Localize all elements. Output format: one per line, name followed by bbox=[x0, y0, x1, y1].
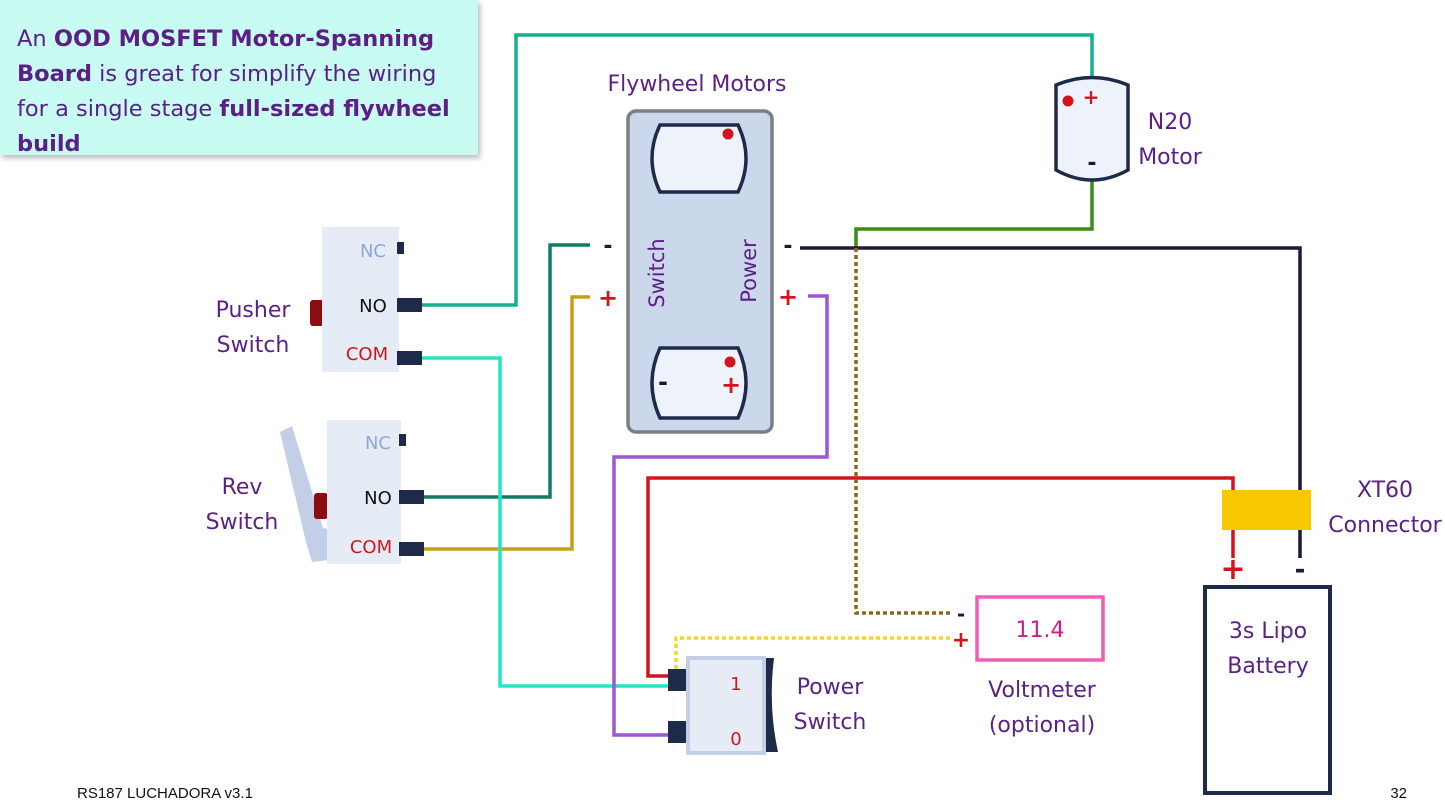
xt60-label-line1: XT60 bbox=[1357, 478, 1413, 503]
footer-title: RS187 LUCHADORA v3.1 bbox=[77, 785, 253, 802]
n20-label-line1: N20 bbox=[1148, 110, 1192, 135]
battery-plus-terminal: + bbox=[1220, 552, 1245, 587]
pusher-actuator bbox=[310, 300, 324, 326]
power-switch-body bbox=[686, 656, 766, 755]
motor-polarity-dot bbox=[724, 356, 736, 368]
rev-com-label: COM bbox=[350, 537, 392, 558]
note-board-name: OOD MOSFET Motor-Spanning Board bbox=[17, 26, 435, 87]
note-build-type: full-sized flywheel build bbox=[17, 96, 450, 157]
wire-n20-minus-to-motor-minus bbox=[854, 180, 1094, 248]
wire-rev-no-to-switch-minus bbox=[422, 243, 590, 499]
pusher-switch: NC NO COM bbox=[310, 227, 422, 372]
rev-actuator bbox=[314, 493, 328, 519]
rev-nc-label: NC bbox=[365, 433, 391, 454]
voltmeter-label-line2: (optional) bbox=[989, 713, 1095, 738]
note-middle: is great for simplify the wiring for a s… bbox=[17, 61, 437, 122]
board-switch-label: Switch bbox=[645, 238, 669, 307]
wire-power-minus-to-battery bbox=[800, 246, 1302, 558]
pusher-com-label: COM bbox=[346, 344, 388, 365]
pusher-no-terminal bbox=[397, 298, 422, 312]
wire-pusher-no-to-n20-plus bbox=[422, 33, 1094, 307]
flywheel-motor-bottom: - + bbox=[650, 346, 748, 420]
n20-plus-sign: + bbox=[1083, 85, 1100, 109]
rev-switch: NC NO COM bbox=[280, 420, 424, 564]
power-minus-terminal: - bbox=[783, 234, 792, 259]
rev-label-line1: Rev bbox=[222, 475, 263, 500]
flywheel-motors-label: Flywheel Motors bbox=[608, 72, 787, 97]
n20-motor: + - bbox=[1054, 75, 1130, 182]
wire-rev-com-to-switch-plus bbox=[422, 295, 590, 551]
xt60-label-line2: Connector bbox=[1328, 513, 1442, 538]
power-switch-top-terminal bbox=[668, 669, 690, 691]
rev-nc-terminal bbox=[399, 434, 406, 446]
wire-battery-plus-to-power-switch bbox=[646, 476, 1235, 678]
motor-minus-sign: - bbox=[658, 368, 668, 396]
power-switch-off-mark: 0 bbox=[730, 729, 741, 750]
wire-voltmeter-minus bbox=[854, 248, 950, 615]
power-switch-bottom-terminal bbox=[668, 721, 690, 743]
voltmeter-label-line1: Voltmeter bbox=[988, 678, 1097, 703]
rev-no-terminal bbox=[399, 490, 424, 504]
battery-label-line2: Battery bbox=[1227, 654, 1308, 679]
pusher-no-label: NO bbox=[359, 296, 387, 317]
n20-label-line2: Motor bbox=[1138, 145, 1203, 170]
rev-no-label: NO bbox=[364, 488, 392, 509]
intro-note: An OOD MOSFET Motor-Spanning Board is gr… bbox=[0, 0, 478, 157]
note-prefix: An bbox=[17, 26, 54, 52]
wire-voltmeter-plus bbox=[674, 636, 950, 676]
switch-minus-terminal: - bbox=[603, 234, 612, 259]
xt60-connector bbox=[1222, 490, 1311, 530]
flywheel-motor-top bbox=[650, 123, 748, 194]
power-switch-label-line1: Power bbox=[797, 675, 864, 700]
pusher-label-line1: Pusher bbox=[216, 298, 292, 323]
rev-com-terminal bbox=[399, 542, 424, 556]
power-switch-label-line2: Switch bbox=[794, 710, 867, 735]
voltmeter-plus-terminal: + bbox=[952, 628, 970, 653]
power-switch-on-mark: 1 bbox=[730, 674, 741, 695]
wires bbox=[422, 33, 1302, 737]
pusher-switch-body bbox=[322, 227, 399, 372]
pusher-com-terminal bbox=[397, 351, 422, 365]
motor-plus-sign: + bbox=[721, 371, 741, 399]
pusher-nc-terminal bbox=[397, 242, 404, 254]
page-number: 32 bbox=[1390, 785, 1407, 802]
battery-minus-terminal: - bbox=[1295, 555, 1306, 585]
n20-polarity-dot bbox=[1062, 95, 1074, 107]
rev-lever bbox=[280, 426, 345, 562]
power-plus-terminal: + bbox=[778, 283, 798, 311]
pusher-label-line2: Switch bbox=[217, 333, 290, 358]
voltmeter-display bbox=[975, 595, 1105, 662]
rev-label-line2: Switch bbox=[206, 510, 279, 535]
n20-minus-sign: - bbox=[1087, 151, 1096, 176]
power-switch: 1 0 bbox=[668, 656, 778, 755]
switch-plus-terminal: + bbox=[598, 284, 618, 312]
motor-polarity-dot bbox=[722, 128, 734, 140]
voltmeter-reading: 11.4 bbox=[1016, 618, 1065, 643]
battery-label-line1: 3s Lipo bbox=[1229, 619, 1307, 644]
battery bbox=[1203, 585, 1332, 795]
wire-power-plus-to-power-switch bbox=[612, 294, 829, 737]
rev-switch-body bbox=[327, 420, 401, 564]
wire-pusher-com-to-power-switch bbox=[422, 356, 676, 688]
pusher-nc-label: NC bbox=[360, 241, 386, 262]
voltmeter-minus-terminal: - bbox=[957, 602, 965, 626]
board-power-label: Power bbox=[737, 239, 761, 303]
